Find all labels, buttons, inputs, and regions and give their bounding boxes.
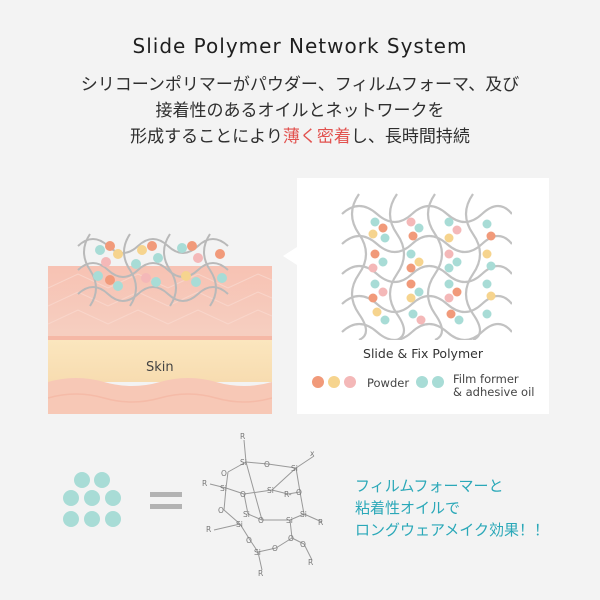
legend-powder: Powder (367, 376, 410, 390)
panel-particles (368, 217, 496, 325)
skin-texture-lines (47, 273, 273, 325)
svg-text:O: O (300, 540, 306, 549)
svg-text:O: O (272, 544, 278, 553)
skin-network-mesh (77, 233, 229, 307)
skin-bottom-layer (48, 378, 272, 414)
equals-sign: = (150, 486, 184, 516)
svg-text:Si: Si (267, 486, 274, 495)
description-line-1: シリコーンポリマーがパウダー、フィルムフォーマ、及び (80, 75, 520, 95)
svg-text:Si: Si (286, 516, 293, 525)
description: シリコーンポリマーがパウダー、フィルムフォーマ、及び 接着性のあるオイルとネット… (0, 72, 600, 150)
callout-panel: Slide & Fix Polymer Powder Film former &… (297, 178, 549, 414)
svg-text:O: O (288, 534, 294, 543)
svg-text:O: O (240, 490, 246, 499)
svg-text:Si: Si (254, 548, 261, 557)
description-line-3: 形成することにより薄く密着し、長時間持続 (0, 124, 600, 150)
film-former-cluster (63, 472, 121, 527)
legend-film-line-2: & adhesive oil (453, 385, 535, 399)
bottom-caption-line-1: フィルムフォーマーと (355, 477, 504, 495)
skin-label: Skin (146, 360, 174, 375)
svg-text:O: O (246, 536, 252, 545)
description-line-3-b: し、長時間持続 (350, 127, 470, 147)
powder-legend-dots (312, 376, 356, 388)
svg-text:R: R (318, 518, 323, 527)
svg-text:O: O (258, 516, 264, 525)
skin-illustration: Skin (47, 218, 273, 414)
film-legend-dots (416, 376, 444, 388)
svg-text:R: R (258, 569, 263, 578)
svg-text:O: O (264, 460, 270, 469)
skin-layers-graphic (47, 233, 273, 414)
svg-text:R-: R- (284, 490, 292, 499)
page-title: Slide Polymer Network System (132, 34, 468, 58)
bottom-caption-line-3: ロングウェアメイク効果！！ (355, 521, 549, 539)
polymer-network-graphic (341, 193, 512, 340)
bottom-caption-line-2: 粘着性オイルで (355, 499, 461, 517)
svg-text:x: x (310, 449, 315, 458)
svg-text:R: R (308, 558, 313, 567)
svg-text:R: R (240, 432, 245, 441)
svg-text:Si: Si (291, 464, 298, 473)
description-line-2: 接着性のあるオイルとネットワークを (155, 101, 445, 121)
skin-particles (93, 241, 227, 291)
svg-text:O: O (296, 488, 302, 497)
description-line-3-a: 形成することにより (130, 127, 283, 147)
svg-text:O: O (221, 469, 227, 478)
skin-yellow-layer (48, 340, 272, 382)
svg-text:R: R (202, 479, 207, 488)
skin-divider (48, 336, 272, 340)
callout-pointer (283, 247, 297, 265)
svg-text:Si: Si (220, 484, 227, 493)
svg-text:Si: Si (240, 458, 247, 467)
legend-film: Film former & adhesive oil (453, 373, 534, 399)
bottom-caption: フィルムフォーマーと 粘着性オイルで ロングウェアメイク効果！！ (355, 475, 549, 541)
panel-label: Slide & Fix Polymer (363, 346, 483, 361)
svg-text:O: O (218, 506, 224, 515)
legend-film-line-1: Film former (453, 372, 519, 386)
svg-text:R: R (206, 525, 211, 534)
svg-text:Si: Si (300, 510, 307, 519)
description-highlight: 薄く密着 (282, 127, 351, 147)
svg-text:Si: Si (243, 510, 250, 519)
svg-text:Si: Si (236, 520, 243, 529)
